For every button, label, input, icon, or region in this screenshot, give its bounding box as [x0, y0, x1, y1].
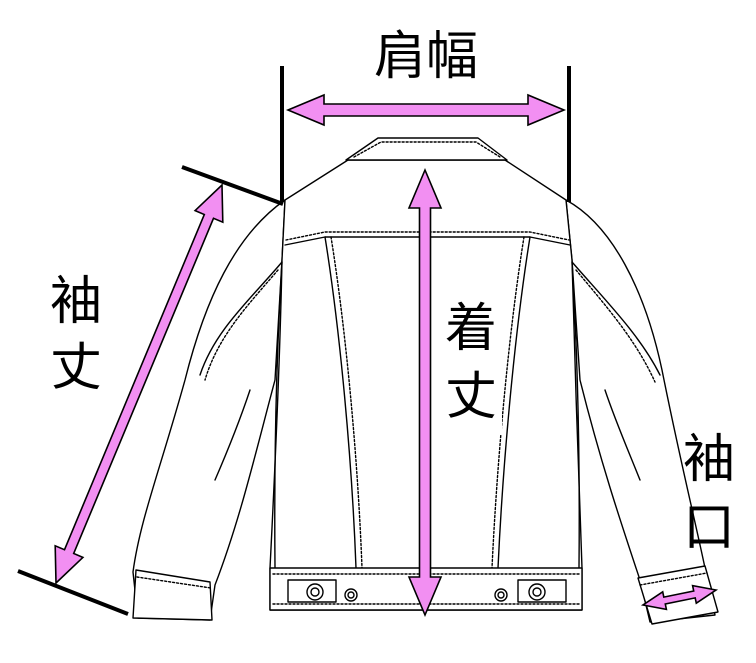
body-length-arrow	[407, 167, 443, 618]
collar-stitch	[353, 141, 501, 158]
left-sleeve-inner-line	[214, 389, 251, 481]
buttons	[306, 583, 546, 602]
sleeve-length-label-line1: 袖	[50, 272, 102, 332]
button-inner	[310, 587, 320, 597]
collar	[345, 137, 508, 161]
body-length-label-bg	[440, 300, 502, 435]
button-inner	[532, 587, 542, 597]
right-cuff-stitch	[639, 572, 708, 586]
right-sleeve	[565, 199, 716, 623]
sleeve-guide-bottom	[17, 569, 129, 616]
measurement-arrows	[54, 93, 719, 618]
left-sleeve-seam	[199, 261, 283, 376]
cuff-width-arrow	[640, 584, 719, 611]
right-sleeve-seam	[571, 261, 661, 376]
cuff-width-label-line2: 口	[683, 498, 735, 558]
button-inner	[497, 591, 505, 599]
guide-lines	[17, 66, 571, 616]
button-inner	[347, 591, 355, 599]
left-cuff-stitch	[136, 576, 212, 589]
right-side-seam	[571, 261, 580, 569]
shoulder-width-label: 肩幅	[374, 27, 478, 87]
left-panel-seam-stitch	[330, 236, 363, 569]
sleeve-guide-top	[181, 165, 284, 206]
sleeve-length-label-line2: 丈	[50, 338, 102, 398]
left-side-seam	[274, 261, 283, 569]
left-sleeve	[132, 199, 286, 621]
body-length-label-line1: 着	[445, 299, 497, 359]
cuff-width-label-line1: 袖	[683, 430, 735, 490]
left-cuff	[132, 569, 213, 621]
measurement-labels: 肩幅 袖 丈 着 丈 袖 口	[50, 27, 735, 558]
right-panel-seam-stitch	[491, 236, 525, 569]
left-panel-seam	[324, 236, 357, 569]
left-sleeve-seam-stitch	[204, 269, 279, 381]
right-sleeve-seam-stitch	[575, 269, 656, 383]
body-length-label-line2: 丈	[445, 367, 497, 427]
sleeve-length-arrow	[54, 183, 224, 585]
shoulder-width-arrow	[285, 93, 567, 127]
right-panel-seam	[497, 236, 531, 569]
right-sleeve-inner-line	[604, 389, 641, 481]
